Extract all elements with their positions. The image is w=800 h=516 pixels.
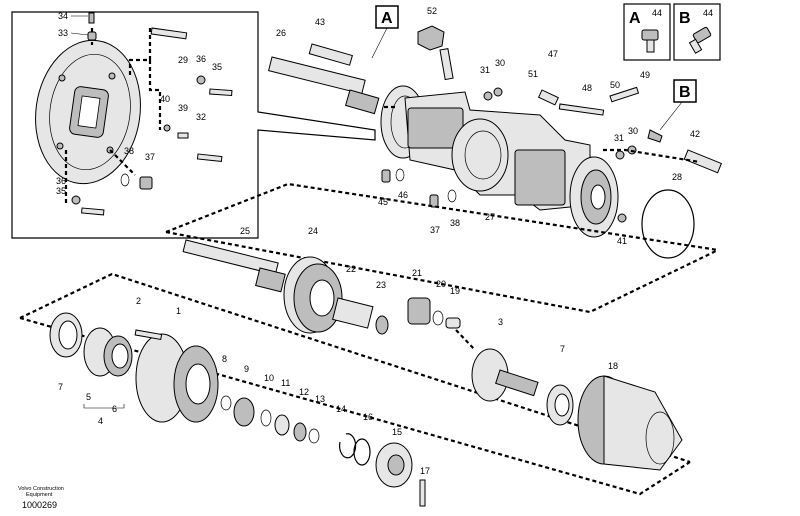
label-16: 16 xyxy=(363,412,373,422)
label-51: 51 xyxy=(528,69,538,79)
label-20: 20 xyxy=(436,279,446,289)
label-35b: 35 xyxy=(56,186,66,196)
label-13: 13 xyxy=(315,394,325,404)
legend-a-part: 44 xyxy=(652,8,662,18)
label-37: 37 xyxy=(145,152,155,162)
label-12: 12 xyxy=(299,387,309,397)
label-41: 41 xyxy=(617,236,627,246)
label-43: 43 xyxy=(315,17,325,27)
label-47: 47 xyxy=(548,49,558,59)
bolt-b-icon xyxy=(688,26,712,54)
label-38: 38 xyxy=(124,146,134,156)
label-21: 21 xyxy=(412,268,422,278)
label-19: 19 xyxy=(450,286,460,296)
label-33: 33 xyxy=(58,28,68,38)
detail-inset: 34 33 29 36 35 40 39 32 38 37 36 35 xyxy=(11,11,376,239)
label-23: 23 xyxy=(376,280,386,290)
legend-b-part: 44 xyxy=(703,8,713,18)
drawing-footer: Volvo Construction Equipment 1000269 xyxy=(18,486,64,510)
label-36: 36 xyxy=(196,54,206,64)
label-52: 52 xyxy=(427,6,437,16)
label-5: 5 xyxy=(86,392,91,402)
legend-b-letter: B xyxy=(679,10,691,27)
reference-legend: A 44 B 44 xyxy=(623,3,721,61)
label-8: 8 xyxy=(222,354,227,364)
label-15: 15 xyxy=(392,427,402,437)
planetary-assembly: 25 24 22 23 21 20 19 xyxy=(165,182,719,351)
label-26: 26 xyxy=(276,28,286,38)
label-34: 34 xyxy=(58,11,68,21)
label-38b: 38 xyxy=(450,218,460,228)
brand-line-1: Volvo Construction xyxy=(18,486,64,492)
label-30: 30 xyxy=(495,58,505,68)
label-2: 2 xyxy=(136,296,141,306)
label-27: 27 xyxy=(485,212,495,222)
label-45: 45 xyxy=(378,197,388,207)
label-35: 35 xyxy=(212,62,222,72)
label-10: 10 xyxy=(264,373,274,383)
label-42: 42 xyxy=(690,129,700,139)
label-4: 4 xyxy=(98,416,103,426)
label-46: 46 xyxy=(398,190,408,200)
label-32: 32 xyxy=(196,112,206,122)
label-39: 39 xyxy=(178,103,188,113)
label-28: 28 xyxy=(672,172,682,182)
label-48: 48 xyxy=(582,83,592,93)
axle-housing-assembly: A B xyxy=(268,5,723,259)
label-25: 25 xyxy=(240,226,250,236)
label-24: 24 xyxy=(308,226,318,236)
label-9: 9 xyxy=(244,364,249,374)
label-29: 29 xyxy=(178,55,188,65)
label-1: 1 xyxy=(176,306,181,316)
label-6: 6 xyxy=(112,404,117,414)
hub-assembly: 7 5 6 4 2 1 8 9 10 11 12 13 14 16 15 17 … xyxy=(19,272,691,507)
label-36b: 36 xyxy=(56,176,66,186)
label-11: 11 xyxy=(281,378,290,388)
label-14: 14 xyxy=(336,404,346,414)
label-31b: 31 xyxy=(614,133,624,143)
callout-b-box xyxy=(673,79,697,103)
callout-a-letter: A xyxy=(381,10,393,27)
label-31: 31 xyxy=(480,65,490,75)
label-7: 7 xyxy=(58,382,63,392)
label-40: 40 xyxy=(160,94,170,104)
callout-b-letter: B xyxy=(679,84,691,101)
label-30b: 30 xyxy=(628,126,638,136)
label-7b: 7 xyxy=(560,344,565,354)
label-22: 22 xyxy=(346,264,356,274)
label-50: 50 xyxy=(610,80,620,90)
label-49: 49 xyxy=(640,70,650,80)
label-37b: 37 xyxy=(430,225,440,235)
label-3: 3 xyxy=(498,317,503,327)
legend-a-letter: A xyxy=(629,10,641,27)
label-17: 17 xyxy=(420,466,430,476)
bolt-a-icon xyxy=(641,29,659,53)
drawing-number: 1000269 xyxy=(22,500,57,510)
brand-line-2: Equipment xyxy=(26,492,53,498)
label-18: 18 xyxy=(608,361,618,371)
